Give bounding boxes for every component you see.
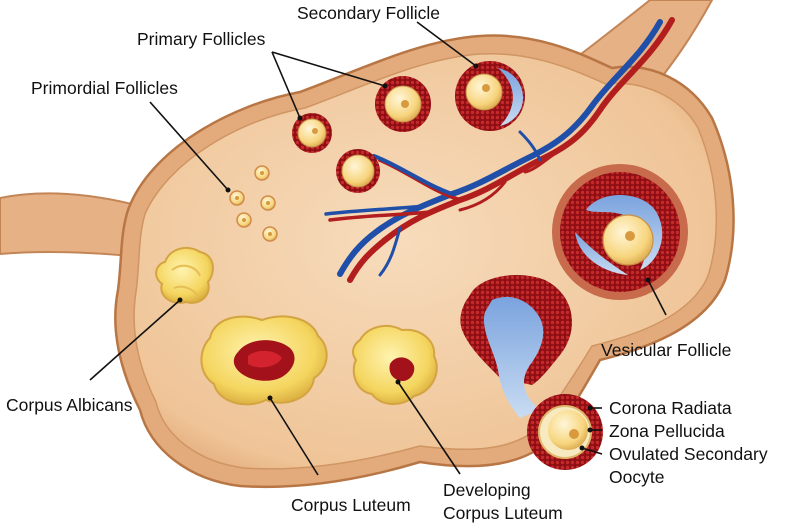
label-secondary-follicle: Secondary Follicle: [297, 3, 440, 23]
label-vesicular-follicle: Vesicular Follicle: [601, 340, 731, 360]
primordial-follicles: [229, 165, 278, 242]
label-zona-pellucida: Zona Pellucida: [609, 421, 725, 441]
secondary-follicle: [455, 61, 525, 131]
label-corpus-luteum: Corpus Luteum: [291, 495, 411, 515]
blood-vessels: [324, 17, 675, 283]
developing-corpus-luteum: [352, 324, 438, 405]
label-developing-corpus-luteum-line2: Corpus Luteum: [443, 503, 563, 523]
label-ovulated-secondary-oocyte-line1: Ovulated Secondary: [609, 444, 768, 464]
leader-lines: [89, 21, 667, 476]
label-primary-follicles: Primary Follicles: [137, 29, 266, 49]
label-corpus-albicans: Corpus Albicans: [6, 395, 133, 415]
label-corona-radiata: Corona Radiata: [609, 398, 732, 418]
corpus-albicans: [155, 246, 214, 304]
corpus-luteum: [200, 315, 328, 406]
primary-follicle: [375, 76, 431, 132]
primary-follicle: [292, 113, 332, 153]
label-ovulated-secondary-oocyte-line2: Oocyte: [609, 467, 664, 487]
vesicular-follicle: [552, 164, 688, 300]
rupturing-follicle: [460, 275, 572, 418]
primary-follicle: [336, 149, 380, 193]
leader-dots: [177, 63, 651, 451]
ovulated-secondary-oocyte: [527, 394, 603, 470]
label-primordial-follicles: Primordial Follicles: [31, 78, 178, 98]
label-developing-corpus-luteum-line1: Developing: [443, 480, 531, 500]
